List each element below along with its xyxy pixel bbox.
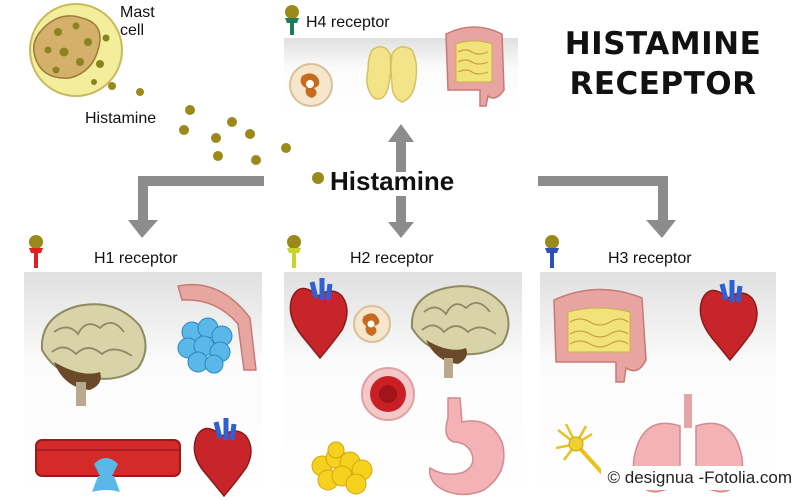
h1-receptor-icon	[29, 235, 43, 268]
h3-neuron-icon	[555, 423, 616, 488]
h4-white-blood-cell-icon	[289, 63, 333, 107]
h3-receptor-icon	[545, 235, 559, 268]
histamine-molecules	[108, 82, 324, 184]
title-line1: HISTAMINE	[564, 26, 762, 62]
mast-cell-line1: Mast	[120, 4, 155, 21]
mast-cell-line2: cell	[120, 22, 145, 39]
h1-lung-alveoli-icon	[177, 283, 257, 374]
h4-thymus-icon	[366, 46, 418, 103]
credit-text: © designua -Fotolia.com	[601, 466, 800, 490]
arrow-right-h3	[538, 176, 676, 238]
h1-brain-icon	[40, 303, 147, 406]
arrow-up-h4	[388, 124, 414, 172]
histamine-label-small: Histamine	[85, 110, 157, 127]
h2-brain-icon	[410, 285, 510, 378]
diagram-title: HISTAMINE RECEPTOR	[548, 24, 778, 104]
h3-receptor-label: H3 receptor	[608, 250, 692, 267]
h4-receptor-label: H4 receptor	[306, 14, 390, 31]
h1-heart-icon	[193, 418, 252, 498]
h1-blood-vessel-icon	[35, 439, 181, 492]
h2-heart-icon	[289, 278, 348, 360]
histamine-label-center: Histamine	[330, 166, 455, 196]
h1-receptor-label: H1 receptor	[94, 250, 178, 267]
h4-receptor-icon	[285, 5, 299, 35]
arrow-left-h1	[128, 176, 264, 238]
mast-cell-label: Mast cell	[120, 4, 180, 40]
title-line2: RECEPTOR	[569, 66, 757, 102]
mast-cell-icon	[29, 3, 123, 97]
h2-receptor-label: H2 receptor	[350, 250, 434, 267]
h2-receptor-icon	[287, 235, 301, 268]
h2-white-blood-cell-icon	[353, 305, 391, 343]
h3-intestine-icon	[553, 288, 647, 383]
h2-stomach-icon	[428, 397, 505, 496]
h2-fat-cells-icon	[311, 441, 373, 495]
h4-intestine-icon	[445, 26, 505, 107]
h2-red-blood-cell-icon	[361, 367, 415, 421]
arrow-down-h2	[388, 196, 414, 238]
h3-heart-icon	[699, 280, 758, 362]
